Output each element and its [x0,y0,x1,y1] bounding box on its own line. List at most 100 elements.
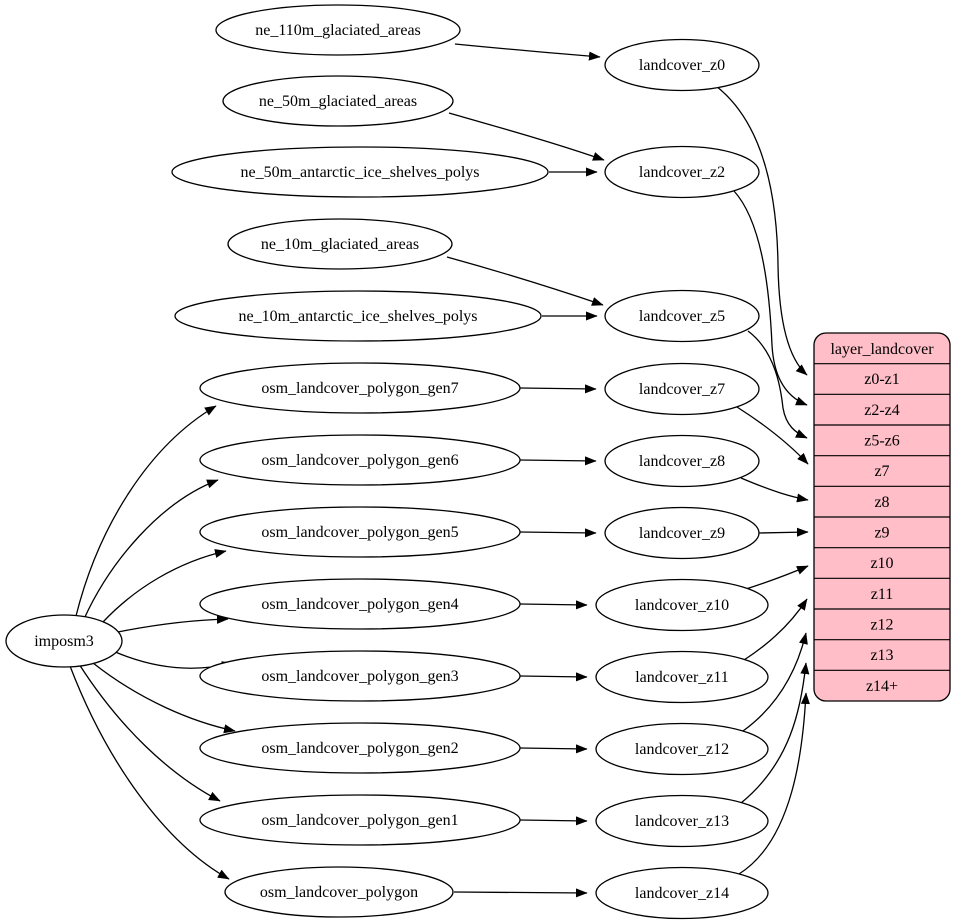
node-shape [199,434,521,486]
node-label: landcover_z13 [635,813,729,830]
node-landcover-z12: landcover_z12 [595,722,769,776]
node-shape [199,362,521,414]
node-label: landcover_z2 [639,164,725,181]
node-label: landcover_z10 [635,597,729,614]
table-title: layer_landcover [830,341,934,358]
node-shape [5,614,123,668]
node-label: osm_landcover_polygon_gen6 [261,452,458,469]
edge-gen4-to-z10 [519,600,588,610]
edge-gen2-to-z12 [519,744,588,754]
node-landcover-z14: landcover_z14 [595,866,769,920]
node-osm-landcover-polygon-gen1: osm_landcover_polygon_gen1 [199,794,521,846]
node-label: ne_10m_antarctic_ice_shelves_polys [238,308,477,325]
edge-imposm3-to-gen4 [117,614,229,633]
node-landcover-z13: landcover_z13 [595,794,769,848]
table-row-label: z11 [871,586,894,603]
node-osm-landcover-polygon-gen4: osm_landcover_polygon_gen4 [199,578,521,630]
table-row-label: z9 [874,525,889,542]
node-landcover-z5: landcover_z5 [604,289,760,343]
node-shape [604,434,760,488]
node-label: landcover_z0 [639,57,725,74]
node-ne-10m-antarctic-ice-shelves-polys: ne_10m_antarctic_ice_shelves_polys [174,290,542,342]
node-osm-landcover-polygon-gen6: osm_landcover_polygon_gen6 [199,434,521,486]
edge-gen3-to-z11 [519,672,588,682]
edge-imposm3-to-gen5 [102,549,227,623]
table-row-label: z5-z6 [864,433,900,450]
node-shape [199,722,521,774]
edge-polygon-to-z14 [453,888,588,898]
node-label: osm_landcover_polygon [260,884,418,901]
node-label: ne_110m_glaciated_areas [255,22,421,39]
node-label: osm_landcover_polygon_gen2 [261,740,458,757]
node-shape [604,362,760,416]
node-label: osm_landcover_polygon_gen4 [261,596,458,613]
node-label: ne_50m_glaciated_areas [259,93,417,110]
node-ne-50m-glaciated-areas: ne_50m_glaciated_areas [222,75,454,127]
edge-imposm3-to-gen2 [92,662,236,734]
edge-z2-to-row-z2-z4 [733,190,808,406]
edge-ne10m-glaciated-to-z5 [446,256,604,306]
node-shape [199,506,521,558]
node-shape [595,866,769,920]
edge-z10-to-row-z10 [745,565,809,590]
node-label: landcover_z5 [639,308,725,325]
edge-gen1-to-z13 [519,816,588,826]
table-row-label: z2-z4 [864,402,900,419]
node-shape [595,794,769,848]
node-shape [604,38,760,92]
edge-layer [69,43,810,898]
node-label: osm_landcover_polygon_gen5 [261,524,458,541]
table-row-label: z14+ [866,678,898,695]
node-label: landcover_z12 [635,741,729,758]
node-ne-10m-glaciated-areas: ne_10m_glaciated_areas [227,218,453,270]
node-label: landcover_z14 [635,885,729,902]
node-landcover-z11: landcover_z11 [595,650,769,704]
node-shape [595,650,769,704]
node-landcover-z0: landcover_z0 [604,38,760,92]
node-label: landcover_z11 [635,669,729,686]
node-label: osm_landcover_polygon_gen7 [261,380,458,397]
node-landcover-z9: landcover_z9 [604,506,760,560]
node-label: landcover_z9 [639,525,725,542]
node-shape [224,866,454,918]
edge-imposm3-to-gen1 [78,663,221,802]
edge-z8-to-row-z8 [740,477,809,503]
edge-imposm3-to-gen6 [83,479,219,620]
edge-gen6-to-z8 [519,456,597,466]
node-landcover-z10: landcover_z10 [595,578,769,632]
node-shape [171,146,549,198]
node-shape [174,290,542,342]
node-shape [604,289,760,343]
table-row-label: z7 [874,463,889,480]
node-landcover-z2: landcover_z2 [604,145,760,199]
node-landcover-z8: landcover_z8 [604,434,760,488]
edge-ne50m-glaciated-to-z2 [448,112,605,161]
node-osm-landcover-polygon-gen3: osm_landcover_polygon_gen3 [199,650,521,702]
edge-z5-to-row-z5-z6 [747,330,808,439]
node-osm-landcover-polygon: osm_landcover_polygon [224,866,454,918]
edge-gen7-to-z7 [519,384,597,394]
node-label: imposm3 [34,633,94,650]
table-row-label: z0-z1 [864,371,900,388]
edge-gen5-to-z9 [519,528,597,538]
node-label: landcover_z8 [639,453,725,470]
node-ne-110m-glaciated-areas: ne_110m_glaciated_areas [215,4,461,56]
edge-imposm3-to-gen7 [75,405,217,617]
edge-imposm3-to-polygon [69,665,230,880]
node-osm-landcover-polygon-gen7: osm_landcover_polygon_gen7 [199,362,521,414]
node-landcover-z7: landcover_z7 [604,362,760,416]
node-shape [595,578,769,632]
node-label: osm_landcover_polygon_gen1 [261,812,458,829]
node-label: landcover_z7 [639,381,725,398]
table-layer-landcover: layer_landcover z0-z1 z2-z4 z5-z6 z7 z8 … [813,332,951,702]
node-label: ne_10m_glaciated_areas [261,236,419,253]
node-ne-50m-antarctic-ice-shelves-polys: ne_50m_antarctic_ice_shelves_polys [171,146,549,198]
node-shape [604,506,760,560]
node-label: ne_50m_antarctic_ice_shelves_polys [240,164,479,181]
edge-z7-to-row-z7 [736,406,809,465]
node-label: osm_landcover_polygon_gen3 [261,668,458,685]
node-shape [604,145,760,199]
node-shape [199,578,521,630]
